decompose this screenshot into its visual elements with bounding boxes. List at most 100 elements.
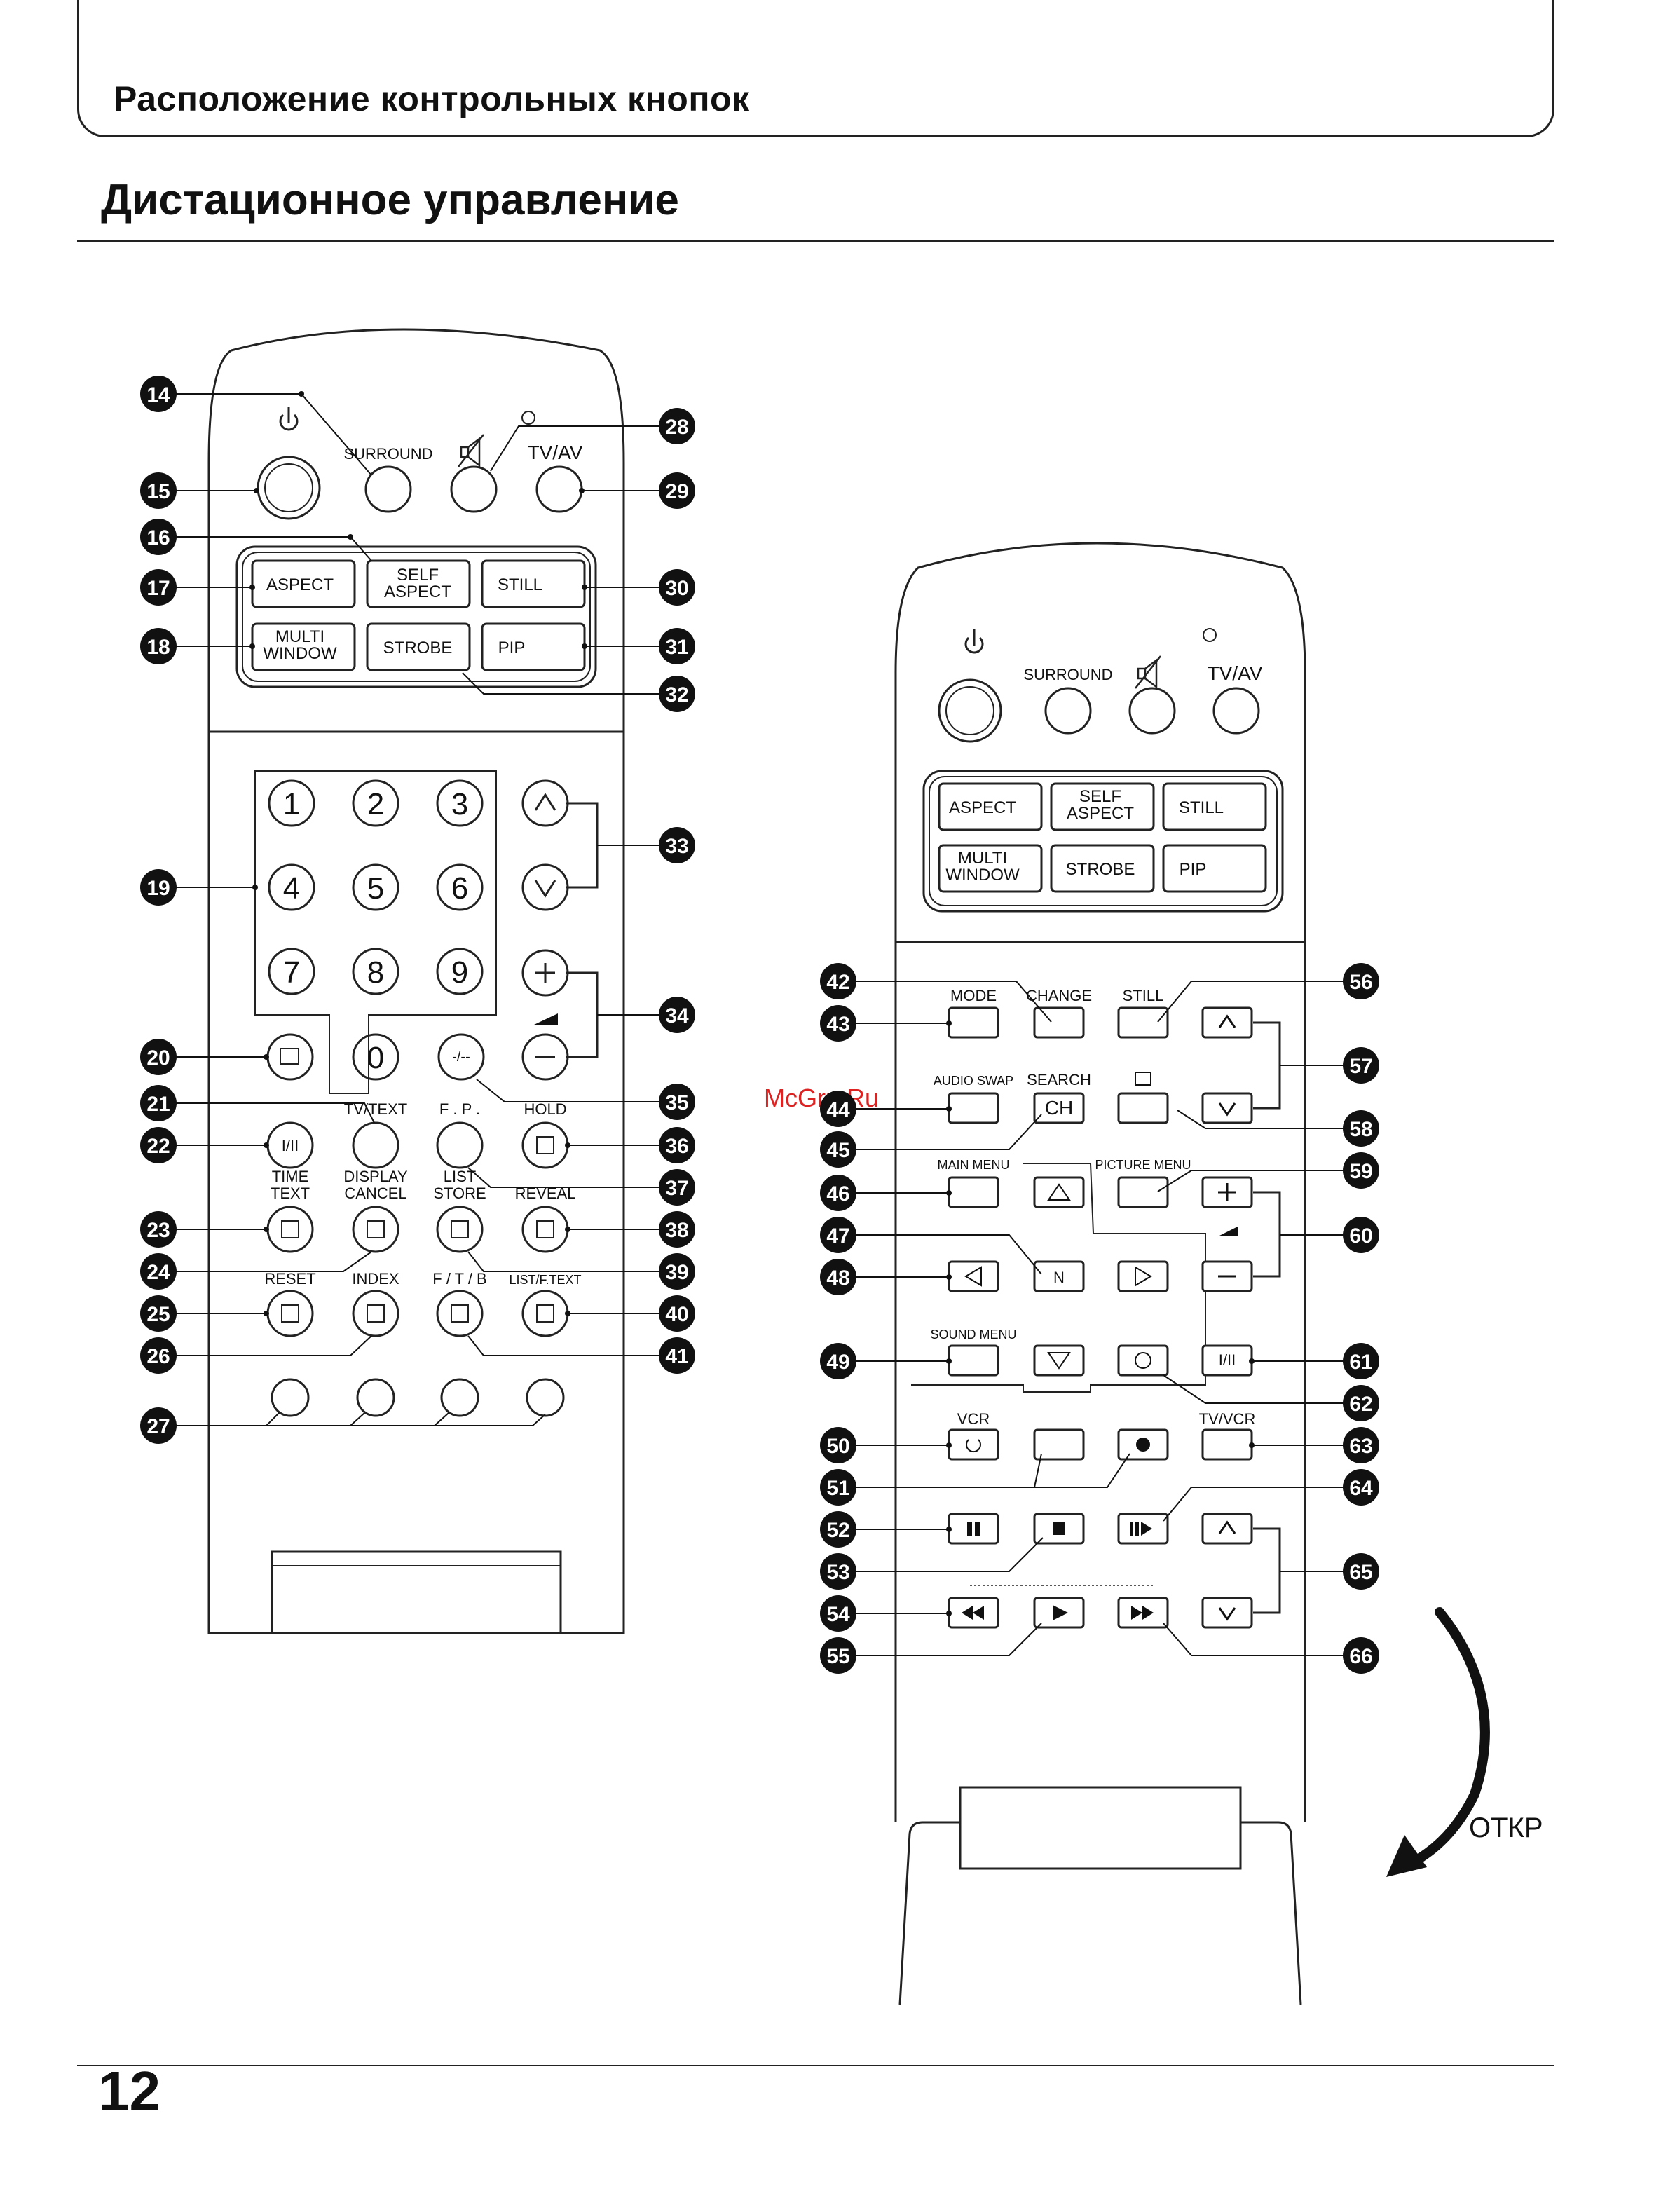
left-channel-up-button[interactable] — [521, 779, 569, 827]
left-aspect-button[interactable] — [251, 559, 356, 608]
right-self-aspect-button[interactable] — [1050, 782, 1155, 831]
left-list-store-button[interactable] — [436, 1206, 484, 1253]
callout-14: 14 — [140, 376, 177, 412]
digit-2-label: 2 — [367, 787, 384, 821]
callout-32: 32 — [659, 676, 695, 712]
vcr-channel-up-button[interactable] — [1201, 1513, 1253, 1545]
callout-64: 64 — [1343, 1469, 1379, 1506]
left-blue-button[interactable] — [526, 1378, 565, 1417]
left-ftb-button[interactable] — [436, 1290, 484, 1337]
mode-button[interactable] — [948, 1006, 999, 1039]
svg-text:35: 35 — [665, 1091, 688, 1114]
callout-40: 40 — [659, 1295, 695, 1332]
up-arrow-button[interactable] — [1033, 1176, 1085, 1208]
right-callouts: 42 43 44 45 46 47 48 49 50 51 52 53 54 5… — [820, 963, 1379, 1674]
vcr-power-button[interactable] — [948, 1428, 999, 1461]
down-triangle-icon — [1047, 1352, 1071, 1370]
page-number: 12 — [98, 2060, 160, 2122]
left-green-button[interactable] — [356, 1378, 395, 1417]
left-hold-button[interactable] — [521, 1121, 569, 1169]
callout-38: 38 — [659, 1211, 695, 1248]
right-aspect-button[interactable] — [938, 782, 1043, 831]
sound-menu-label: SOUND MENU — [930, 1327, 1016, 1341]
right-arrow-button[interactable] — [1117, 1260, 1169, 1292]
callout-27: 27 — [140, 1407, 177, 1444]
right-multi-window-button[interactable] — [938, 844, 1043, 893]
callout-46: 46 — [820, 1175, 856, 1211]
left-fp-button[interactable] — [436, 1121, 484, 1169]
picture-menu-button[interactable] — [1117, 1176, 1169, 1208]
digit-2-button[interactable] — [352, 779, 399, 827]
left-tvav-label: TV/AV — [528, 442, 583, 463]
callout-57: 57 — [1343, 1047, 1379, 1084]
timer-button[interactable] — [1117, 1344, 1169, 1377]
svg-text:43: 43 — [826, 1013, 849, 1036]
svg-text:31: 31 — [665, 636, 688, 659]
svg-text:66: 66 — [1349, 1645, 1372, 1668]
change-button[interactable] — [1033, 1006, 1085, 1039]
tv-vcr-button[interactable] — [1201, 1428, 1253, 1461]
right-self-label: SELF — [1079, 787, 1121, 806]
callout-36: 36 — [659, 1127, 695, 1163]
right-still-button[interactable] — [1162, 782, 1267, 831]
left-list-ftext-button[interactable] — [521, 1290, 569, 1337]
svg-text:32: 32 — [665, 683, 688, 706]
callout-28: 28 — [659, 408, 695, 444]
svg-text:20: 20 — [146, 1046, 170, 1070]
digit-6-button[interactable] — [436, 863, 484, 911]
vcr-channel-down-button[interactable] — [1201, 1597, 1253, 1629]
left-tvtext-button[interactable] — [352, 1121, 399, 1169]
vcr-blank-button[interactable] — [1033, 1428, 1085, 1461]
left-channel-down-button[interactable] — [521, 863, 569, 911]
right-picture-button[interactable] — [1117, 1092, 1169, 1124]
left-red-button[interactable] — [271, 1378, 310, 1417]
digit-9-button[interactable] — [436, 948, 484, 995]
right-strobe-button[interactable] — [1050, 844, 1155, 893]
left-aspect-label: ASPECT — [266, 575, 334, 594]
left-index-button[interactable] — [352, 1290, 399, 1337]
left-reset-button[interactable] — [266, 1290, 314, 1337]
main-menu-button[interactable] — [948, 1176, 999, 1208]
left-arrow-button[interactable] — [948, 1260, 999, 1292]
down-arrow-button[interactable] — [1033, 1344, 1085, 1377]
n-button[interactable] — [1033, 1260, 1085, 1292]
left-time-label: TIME — [272, 1168, 309, 1185]
svg-text:48: 48 — [826, 1267, 849, 1290]
left-strobe-button[interactable] — [366, 622, 471, 671]
left-dash-button[interactable] — [437, 1033, 485, 1081]
left-picture-button[interactable] — [266, 1033, 314, 1081]
ch-search-button[interactable] — [1033, 1092, 1085, 1124]
left-display-cancel-button[interactable] — [352, 1206, 399, 1253]
right-channel-down-button[interactable] — [1201, 1092, 1253, 1124]
digit-0-button[interactable] — [352, 1033, 399, 1081]
digit-5-button[interactable] — [352, 863, 399, 911]
pause-icon — [967, 1522, 980, 1536]
digit-7-button[interactable] — [268, 948, 315, 995]
vcr-pause-button[interactable] — [948, 1513, 999, 1545]
left-yellow-button[interactable] — [440, 1378, 479, 1417]
sound-menu-button[interactable] — [948, 1344, 999, 1377]
audio-swap-button[interactable] — [948, 1092, 999, 1124]
svg-text:18: 18 — [146, 636, 170, 659]
left-volume-icon — [534, 1013, 558, 1025]
left-text-label: TEXT — [271, 1184, 310, 1202]
svg-text:64: 64 — [1349, 1477, 1373, 1500]
left-reveal-button[interactable] — [521, 1206, 569, 1253]
power-icon — [279, 407, 299, 431]
left-time-text-button[interactable] — [266, 1206, 314, 1253]
right-still-small-button[interactable] — [1117, 1006, 1169, 1039]
svg-text:23: 23 — [146, 1219, 170, 1242]
left-display-label: DISPLAY — [343, 1168, 408, 1185]
remote-left — [207, 328, 625, 1634]
digit-3-button[interactable] — [436, 779, 484, 827]
mode-label: MODE — [950, 987, 997, 1004]
left-self-aspect-button[interactable] — [366, 559, 471, 608]
digit-1-button[interactable] — [268, 779, 315, 827]
right-channel-up-button[interactable] — [1201, 1006, 1253, 1039]
svg-text:33: 33 — [665, 835, 688, 858]
digit-4-button[interactable] — [268, 863, 315, 911]
left-still-button[interactable] — [481, 559, 586, 608]
digit-8-button[interactable] — [352, 948, 399, 995]
right-pip-button[interactable] — [1162, 844, 1267, 893]
